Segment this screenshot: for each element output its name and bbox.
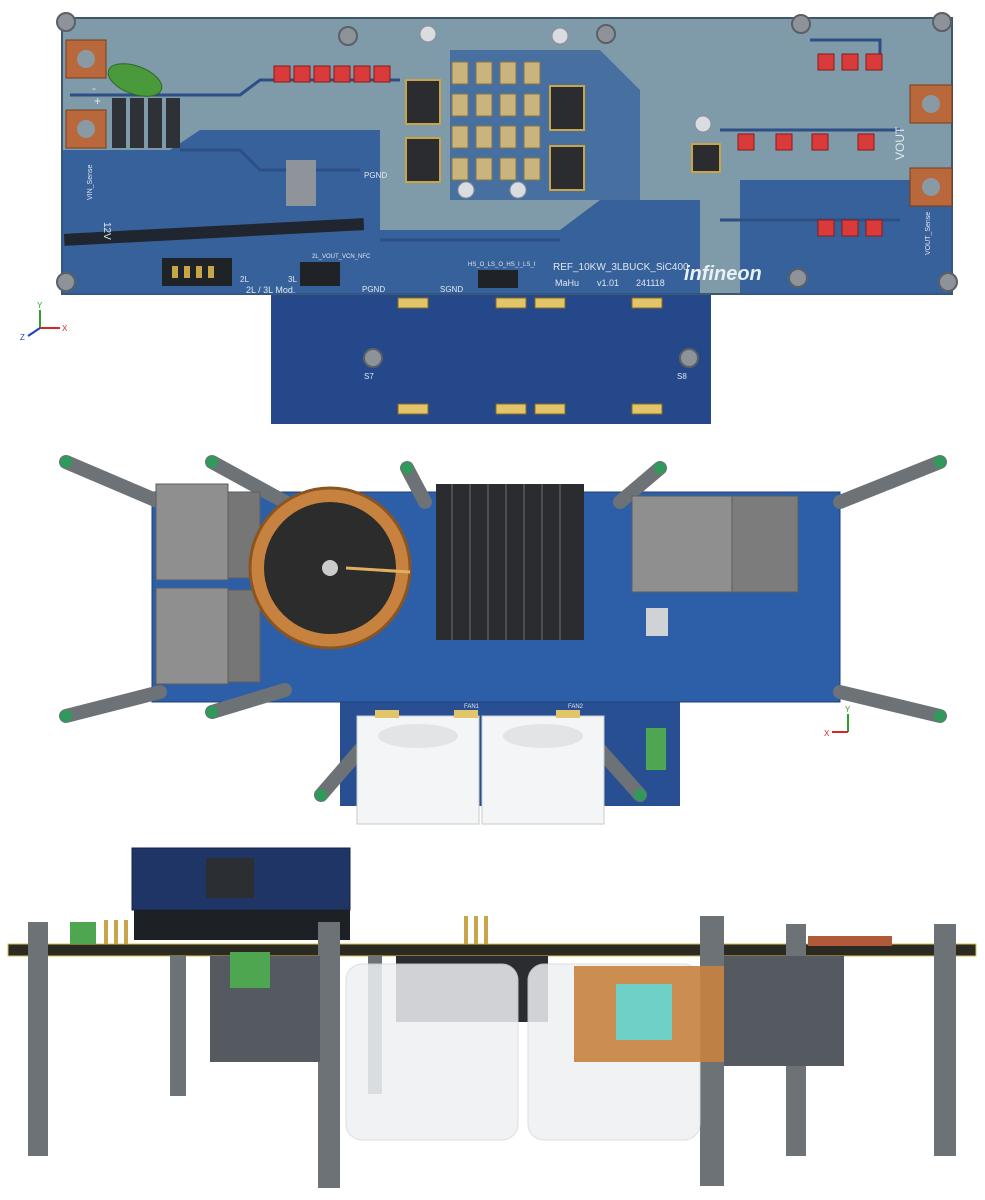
mounting-tabs — [397, 297, 663, 415]
sgnd-label: SGND — [440, 285, 463, 294]
extension-board — [271, 292, 711, 424]
fan-tabs — [375, 710, 580, 718]
axis-z-label: Z — [20, 333, 25, 342]
toroid-center — [322, 560, 338, 576]
vout-label: VOUT — [893, 126, 907, 160]
small-heatsink — [112, 98, 180, 148]
header-pins — [172, 266, 214, 278]
axis-y-label-bottom: Y — [845, 705, 851, 714]
green-terminal-side — [230, 952, 270, 988]
pgnd-label-1: PGND — [364, 171, 387, 180]
header-2-label: HS_O_LS_O_HS_I_LS_I — [468, 262, 536, 268]
standoff-ends — [60, 456, 946, 801]
power-mosfets — [405, 79, 721, 191]
heatsink — [436, 484, 584, 640]
minus-label: - — [92, 81, 96, 95]
top-view: REF_10KW_3LBUCK_SiC400 MaHu v1.01 241118… — [0, 0, 985, 440]
mode-3l-label: 3L — [288, 275, 297, 284]
bottom-view: FAN1 FAN2 Y X — [0, 440, 985, 840]
standoffs-top — [56, 12, 958, 368]
header-1-label: 2L_VOUT_VCN_NFC — [312, 254, 371, 260]
capacitor — [107, 63, 163, 97]
pins-side — [104, 916, 488, 944]
inductor-side-right — [724, 956, 844, 1066]
mode-header — [300, 262, 340, 286]
standoffs-bottom — [59, 455, 947, 802]
axis-x-label: X — [62, 324, 68, 333]
pgnd-label-2: PGND — [362, 285, 385, 294]
signal-header — [478, 270, 518, 288]
vin-sense-label: VIN_Sense — [87, 164, 94, 200]
s7-label: S7 — [364, 372, 374, 381]
board-version: v1.01 — [597, 278, 619, 288]
inductor-small — [286, 160, 316, 206]
board-date: 241118 — [636, 278, 665, 288]
toroid-core-side — [616, 984, 672, 1040]
green-terminal — [646, 728, 666, 770]
inductors — [155, 483, 799, 685]
axis-x-label-bottom: X — [824, 729, 830, 738]
capacitor-bottom — [646, 608, 668, 636]
red-capacitors — [273, 53, 883, 237]
mode-2l-label: 2L — [240, 275, 249, 284]
bottom-view-render: FAN1 FAN2 Y X — [59, 455, 947, 825]
screw-terminals — [65, 39, 953, 207]
toroid-lead — [345, 566, 411, 574]
axis-triad-bottom: Y X — [824, 705, 851, 738]
infineon-logo: infineon — [684, 263, 762, 285]
s8-label: S8 — [677, 372, 687, 381]
12v-label: 12V — [101, 222, 112, 240]
terminal-right-side — [808, 936, 892, 946]
heatsink-fins — [451, 484, 561, 640]
ribbon-cable — [63, 218, 365, 246]
fan2-label: FAN2 — [568, 704, 584, 710]
control-board-connector — [134, 910, 350, 940]
side-view-render — [7, 847, 977, 1188]
microcontroller — [206, 858, 254, 898]
terminal-top-side — [70, 922, 96, 944]
copper-pour-left — [62, 130, 700, 294]
ceramic-capacitor-array — [451, 61, 541, 181]
top-view-render: REF_10KW_3LBUCK_SiC400 MaHu v1.01 241118… — [20, 12, 958, 424]
mode-label: 2L / 3L Mod. — [246, 285, 295, 295]
plus-label: + — [94, 94, 101, 108]
axis-y-label: Y — [37, 301, 43, 310]
copper-pour-right — [740, 180, 952, 294]
side-view — [0, 840, 985, 1200]
screws — [419, 25, 712, 199]
vout-sense-label: VOUT_Sense — [925, 212, 932, 255]
fan1-label: FAN1 — [464, 704, 480, 710]
fans — [356, 715, 605, 825]
board-author: MaHu — [555, 278, 579, 288]
copper-pour-center — [450, 50, 640, 200]
board-name: REF_10KW_3LBUCK_SiC400 — [553, 262, 689, 273]
axis-triad-top: Y X Z — [20, 301, 68, 342]
